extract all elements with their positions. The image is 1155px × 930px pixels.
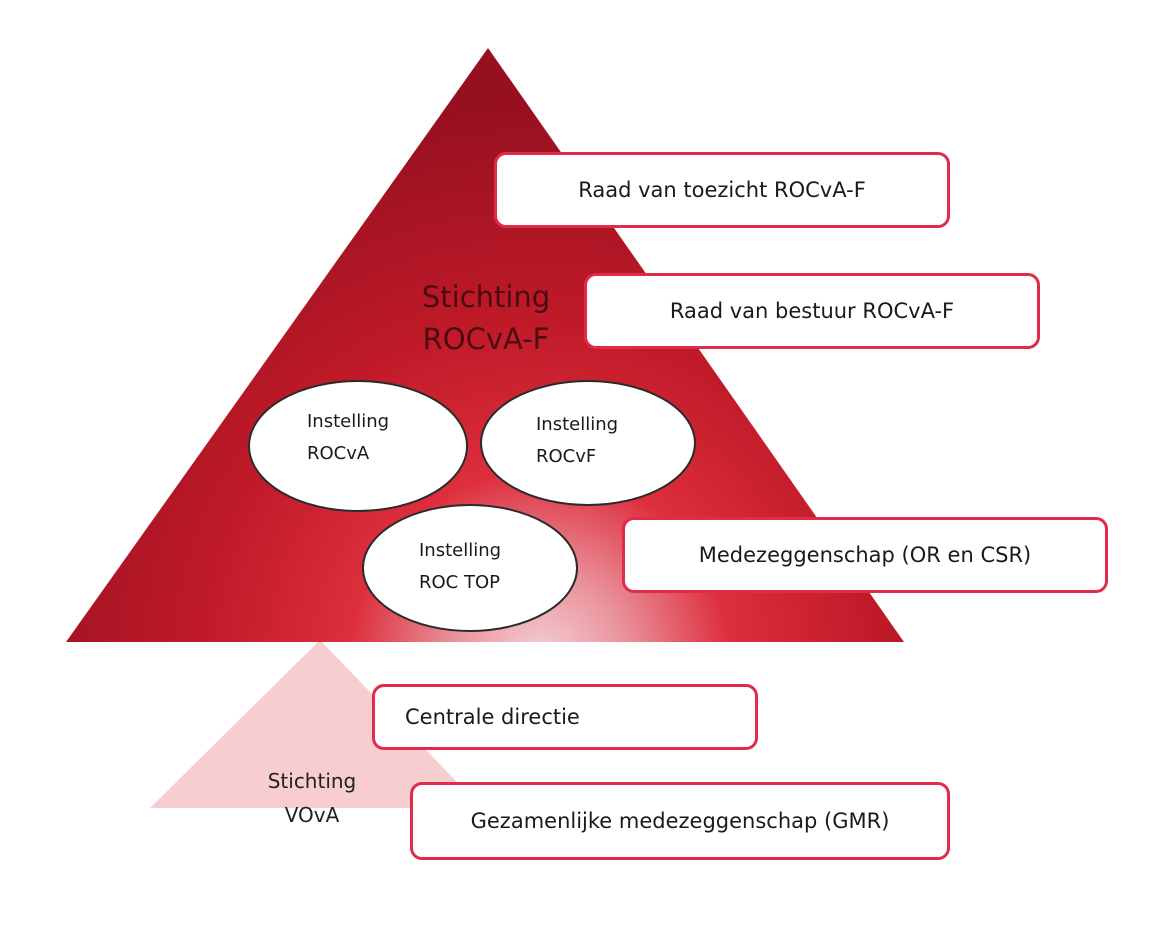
institution-rocva-oval (248, 380, 468, 512)
institution-roctop-oval (362, 504, 578, 632)
institution-roctop-line2: ROC TOP (419, 571, 500, 593)
institution-rocvf-oval (480, 380, 696, 506)
rocvaf-triangle (66, 48, 904, 642)
institution-rocva-label: Instelling ROCvA (307, 406, 389, 469)
vova-foundation-label: Stichting VOvA (262, 764, 362, 832)
central-management-box: Centrale directie (372, 684, 758, 750)
institution-rocvf-label: Instelling ROCvF (536, 409, 618, 472)
institution-rocvf-line1: Instelling (536, 414, 619, 435)
executive-board-box: Raad van bestuur ROCvA-F (584, 273, 1040, 349)
institution-rocva-line2: ROCvA (307, 442, 370, 464)
vova-label-line2: VOvA (284, 803, 340, 827)
institution-rocvf-line2: ROCvF (536, 445, 597, 467)
institution-roctop-label: Instelling ROC TOP (419, 535, 501, 598)
participation-box: Medezeggenschap (OR en CSR) (622, 517, 1108, 593)
joint-participation-box: Gezamenlijke medezeggenschap (GMR) (410, 782, 950, 860)
vova-label-line1: Stichting (267, 769, 357, 793)
vova-triangle (150, 640, 482, 808)
institution-roctop-line1: Instelling (419, 540, 502, 561)
rocvaf-label-line1: Stichting (421, 280, 551, 314)
institution-rocva-line1: Instelling (307, 411, 390, 432)
rocvaf-label-line2: ROCvA-F (422, 322, 550, 357)
rocvaf-foundation-label: Stichting ROCvA-F (398, 276, 574, 360)
supervisory-board-box: Raad van toezicht ROCvA-F (494, 152, 950, 228)
